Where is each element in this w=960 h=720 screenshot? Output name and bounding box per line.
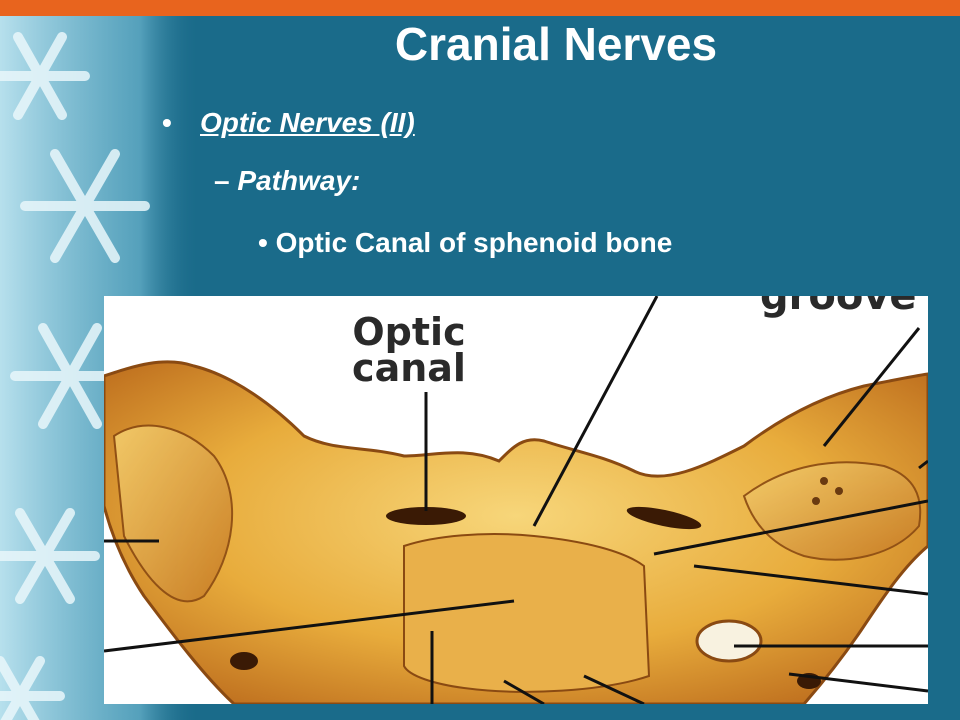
bullet-optic-nerves: • Optic Nerves (II) xyxy=(162,106,415,140)
sphenoid-bone-illustration xyxy=(104,296,928,704)
bullet-optic-canal: • Optic Canal of sphenoid bone xyxy=(258,226,672,260)
bullet-pathway: – Pathway: xyxy=(214,164,360,198)
bullet-text: Pathway: xyxy=(237,165,361,196)
bullet-marker: • xyxy=(162,107,172,138)
figure-label-optic-canal: Optic canal xyxy=(334,310,484,390)
bullet-marker: • xyxy=(258,227,268,258)
slide-title: Cranial Nerves xyxy=(394,18,718,70)
bullet-text: Optic Canal of sphenoid bone xyxy=(275,227,673,258)
figure-label-line2: canal xyxy=(352,346,466,390)
sphenoid-bone-figure: Optic canal groove xyxy=(104,296,928,704)
bullet-text: Optic Nerves (II) xyxy=(200,107,415,138)
figure-label-groove-partial: groove xyxy=(760,296,917,319)
bullet-marker: – xyxy=(214,165,230,196)
top-accent-bar xyxy=(0,0,960,16)
figure-label-line1: Optic xyxy=(352,310,466,354)
